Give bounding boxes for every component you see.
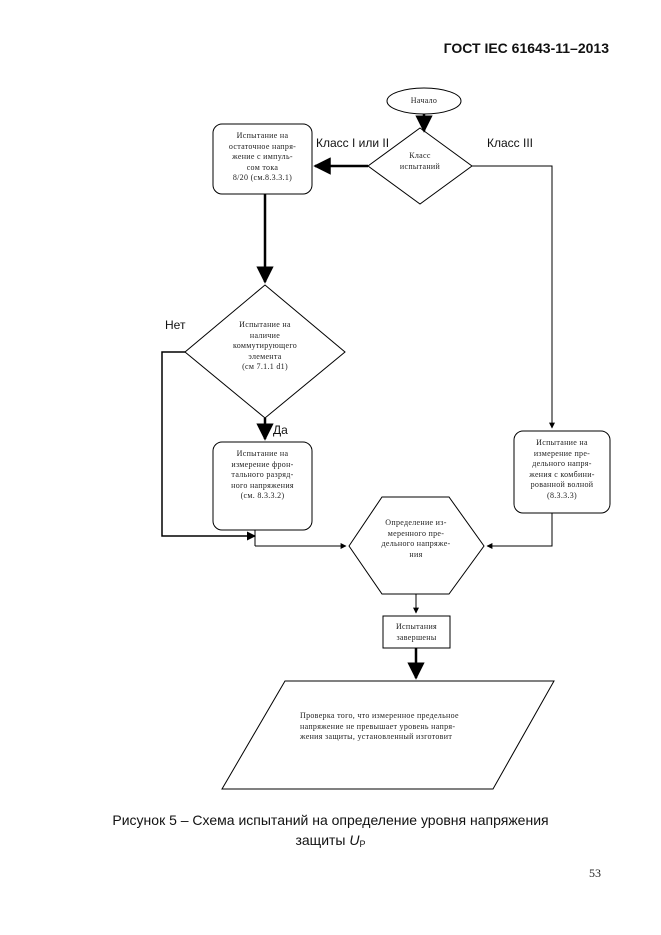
determination-label: Определение из- меренного пре- дельного … bbox=[381, 518, 451, 559]
class-1-2-label: Класс I или II bbox=[316, 136, 390, 150]
yes-label: Да bbox=[273, 423, 288, 437]
start-label: Начало bbox=[410, 96, 438, 105]
no-label: Нет bbox=[165, 318, 186, 332]
front-sparkover-box bbox=[212, 441, 313, 531]
caption-symbol: U bbox=[349, 832, 360, 848]
class-3-label: Класс III bbox=[487, 136, 534, 150]
standard-header: ГОСТ IEC 61643-11–2013 bbox=[443, 40, 609, 56]
figure-caption: Рисунок 5 – Схема испытаний на определен… bbox=[0, 810, 661, 854]
connector-limiting-to-determination bbox=[486, 513, 553, 549]
caption-subscript: P bbox=[359, 839, 366, 849]
test-class-label: Класс испытаний bbox=[399, 151, 441, 171]
limiting-voltage-label: Испытание на измерение пре- дельного нап… bbox=[529, 438, 595, 500]
caption-line-1: Рисунок 5 – Схема испытаний на определен… bbox=[112, 812, 549, 828]
residual-voltage-label: Испытание на остаточное напря- жение с и… bbox=[228, 131, 297, 182]
test-class-decision bbox=[367, 127, 473, 205]
page-number: 53 bbox=[589, 866, 601, 880]
front-sparkover-label: Испытание на измерение фрон- тального ра… bbox=[231, 449, 294, 500]
residual-voltage-box bbox=[212, 123, 313, 195]
tests-completed-box bbox=[382, 615, 451, 649]
connector-switching-no bbox=[161, 351, 256, 541]
switching-element-label: Испытание на наличие коммутирующего элем… bbox=[232, 320, 298, 371]
determination-hexagon bbox=[348, 496, 485, 595]
limiting-voltage-box bbox=[513, 430, 611, 514]
verification-label: Проверка того, что измеренное предельное… bbox=[300, 711, 459, 741]
verification-parallelogram bbox=[221, 680, 555, 790]
caption-line-2-text: защиты bbox=[295, 832, 350, 848]
caption-line-2: защиты UP bbox=[0, 830, 661, 854]
tests-completed-label: Испытания завершены bbox=[395, 622, 438, 642]
connector-class-to-limiting bbox=[472, 165, 555, 429]
